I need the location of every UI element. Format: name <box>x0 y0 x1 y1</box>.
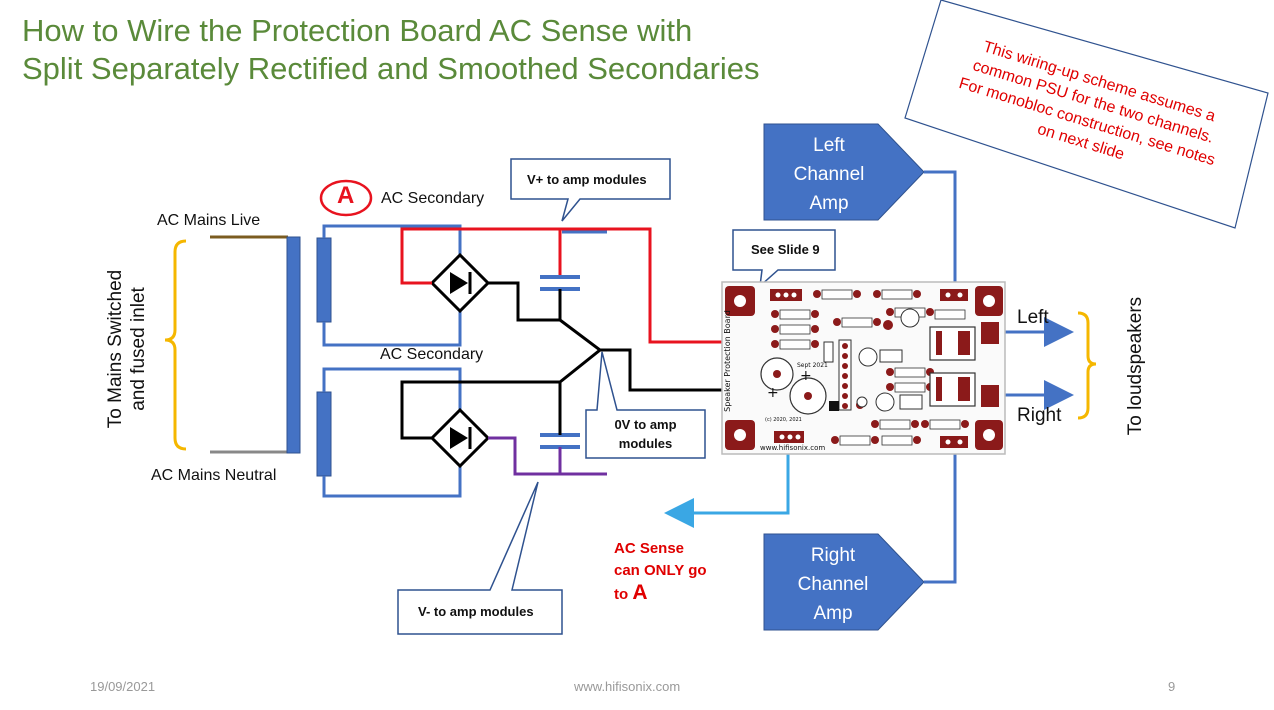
mains-brace <box>164 239 187 451</box>
zero-v-line-1: 0V to amp <box>614 417 677 432</box>
callout-see-slide-text: See Slide 9 <box>751 242 820 257</box>
pcb-website: www.hifisonix.com <box>760 444 826 452</box>
zero-v-junction <box>559 318 603 384</box>
bridge-rectifier-top <box>429 252 491 314</box>
pcb-date: Sept 2021 <box>797 362 828 369</box>
ac-sense-line-1: AC Sense <box>614 540 685 557</box>
zero-v-out <box>600 348 728 392</box>
transformer-secondary-top <box>316 237 332 323</box>
left-speaker-label: Left <box>1017 307 1049 328</box>
ac-sense-note: AC Sense can ONLY go to A <box>614 538 707 606</box>
svg-text:+: + <box>800 368 812 384</box>
secondary-top-wire <box>322 224 462 255</box>
ac-secondary-bottom-label: AC Secondary <box>380 346 484 363</box>
right-speaker-label: Right <box>1017 405 1062 426</box>
callout-vplus-text: V+ to amp modules <box>527 172 647 187</box>
loudspeakers-label: To loudspeakers <box>1125 296 1146 436</box>
callout-zero-v-box <box>585 351 706 459</box>
mains-live-label: AC Mains Live <box>157 212 261 229</box>
marker-a: A <box>337 182 355 209</box>
mains-side-line-1: To Mains Switched <box>105 269 126 429</box>
title-line-1: How to Wire the Protection Board AC Sens… <box>22 13 693 48</box>
transformer-secondary-bottom <box>316 391 332 477</box>
pcb-copyright: (c) 2020, 2021 <box>765 417 802 423</box>
left-amp-line-2: Channel <box>793 164 865 185</box>
ac-sense-prefix: to <box>614 586 633 603</box>
right-amp-wire <box>924 440 957 584</box>
callout-vminus-text: V- to amp modules <box>418 604 534 619</box>
footer-site: www.hifisonix.com <box>574 679 681 694</box>
svg-text:+: + <box>767 385 779 401</box>
callout-vminus-box <box>397 481 563 635</box>
footer-page: 9 <box>1168 679 1176 694</box>
left-amp-line-3: Amp <box>809 193 849 214</box>
loudspeaker-brace <box>1077 311 1097 420</box>
slide-title: How to Wire the Protection Board AC Sens… <box>22 12 760 88</box>
right-amp-line-2: Channel <box>797 574 869 595</box>
ac-sense-line-3: to A <box>614 582 707 606</box>
left-amp-shape <box>763 123 925 221</box>
callout-see-slide-box <box>732 229 836 288</box>
right-amp-shape <box>763 533 925 631</box>
mains-side-label: To Mains Switched and fused inlet <box>104 244 152 454</box>
secondary-bottom-wire <box>322 367 462 410</box>
capacitor-bottom <box>540 433 580 449</box>
capacitor-top <box>540 275 580 291</box>
left-amp-wire <box>924 170 957 288</box>
zero-v-wire-bottom <box>400 380 562 440</box>
note-box <box>904 0 1269 229</box>
pcb-title: Speaker Protection Board <box>723 310 732 412</box>
right-amp-line-1: Right <box>810 545 856 566</box>
bridge-rectifier-bottom <box>429 407 491 469</box>
callout-zero-v-text: 0V to amp modules <box>586 415 705 453</box>
left-amp-label: Left Channel Amp <box>764 131 894 218</box>
zero-v-wire-top <box>488 281 562 322</box>
callout-vplus-box <box>510 158 671 222</box>
left-amp-line-1: Left <box>813 135 845 156</box>
marker-a-circle <box>319 179 373 217</box>
right-amp-label: Right Channel Amp <box>764 541 902 628</box>
protection-board: + + <box>721 281 1006 455</box>
title-line-2: Split Separately Rectified and Smoothed … <box>22 51 760 86</box>
mains-neutral-label: AC Mains Neutral <box>151 467 277 484</box>
footer-date: 19/09/2021 <box>90 679 156 694</box>
ac-sense-line-2: can ONLY go <box>614 562 707 579</box>
secondary-top-wire-2 <box>322 305 462 347</box>
ac-secondary-top-label: AC Secondary <box>381 190 485 207</box>
mains-side-line-2: and fused inlet <box>128 287 149 411</box>
right-amp-line-3: Amp <box>813 603 853 624</box>
transformer-primary <box>286 236 301 454</box>
ac-sense-arrow <box>664 436 790 528</box>
ac-sense-marker: A <box>632 581 648 604</box>
vplus-wire-left <box>400 227 728 344</box>
zero-v-line-2: modules <box>618 436 673 451</box>
secondary-bottom-wire-2 <box>322 465 462 498</box>
